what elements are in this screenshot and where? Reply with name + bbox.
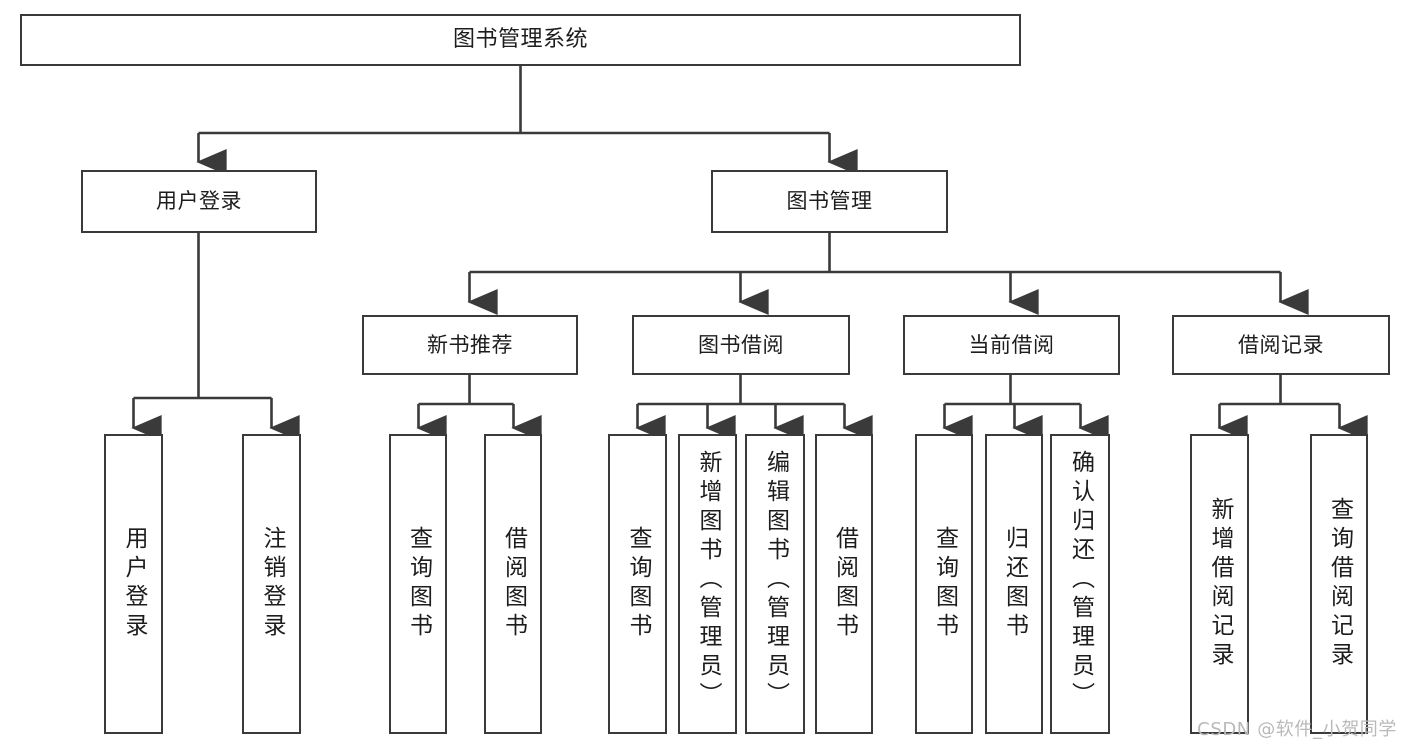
node-current-borrow-label: 当前借阅	[968, 332, 1055, 357]
leaf-user-login-login-label: 用户登录	[121, 526, 147, 642]
leaf-current-borrow-query-label: 查询图书	[931, 526, 958, 642]
leaf-new-book-query-label: 查询图书	[405, 526, 432, 642]
node-user-login[interactable]: 用户登录	[81, 170, 317, 233]
node-book-management-label: 图书管理	[786, 189, 873, 214]
leaf-current-borrow-confirm[interactable]: 确认归还（管理员）	[1050, 434, 1110, 734]
leaf-borrow-record-query[interactable]: 查询借阅记录	[1310, 434, 1368, 734]
leaf-current-borrow-return[interactable]: 归还图书	[985, 434, 1043, 734]
leaf-user-login-login[interactable]: 用户登录	[104, 434, 163, 734]
node-new-book-recommend[interactable]: 新书推荐	[362, 315, 578, 375]
node-current-borrow[interactable]: 当前借阅	[903, 315, 1120, 375]
node-borrow-record-label: 借阅记录	[1238, 332, 1324, 357]
leaf-current-borrow-confirm-label: 确认归还（管理员）	[1067, 450, 1094, 711]
leaf-new-book-borrow[interactable]: 借阅图书	[484, 434, 542, 734]
node-book-borrow-label: 图书借阅	[698, 332, 784, 357]
node-book-borrow[interactable]: 图书借阅	[632, 315, 850, 375]
leaf-user-login-logout-label: 注销登录	[259, 526, 285, 642]
node-book-management[interactable]: 图书管理	[711, 170, 948, 233]
node-root-system[interactable]: 图书管理系统	[20, 14, 1021, 66]
leaf-borrow-record-add[interactable]: 新增借阅记录	[1190, 434, 1249, 734]
leaf-current-borrow-return-label: 归还图书	[1001, 526, 1028, 642]
leaf-book-borrow-add-label: 新增图书（管理员）	[695, 450, 721, 711]
leaf-book-borrow-query-label: 查询图书	[625, 526, 651, 642]
leaf-new-book-query[interactable]: 查询图书	[389, 434, 447, 734]
leaf-book-borrow-borrow[interactable]: 借阅图书	[815, 434, 873, 734]
leaf-borrow-record-query-label: 查询借阅记录	[1326, 497, 1353, 671]
node-borrow-record[interactable]: 借阅记录	[1172, 315, 1390, 375]
node-root-system-label: 图书管理系统	[452, 27, 588, 53]
leaf-book-borrow-edit[interactable]: 编辑图书（管理员）	[745, 434, 805, 734]
watermark: CSDN @软件_小贺同学	[1197, 719, 1397, 740]
leaf-new-book-borrow-label: 借阅图书	[500, 526, 527, 642]
leaf-borrow-record-add-label: 新增借阅记录	[1207, 497, 1233, 671]
leaf-book-borrow-add[interactable]: 新增图书（管理员）	[678, 434, 737, 734]
node-new-book-recommend-label: 新书推荐	[427, 332, 513, 357]
leaf-current-borrow-query[interactable]: 查询图书	[915, 434, 973, 734]
node-user-login-label: 用户登录	[156, 189, 242, 214]
leaf-user-login-logout[interactable]: 注销登录	[242, 434, 301, 734]
leaf-book-borrow-borrow-label: 借阅图书	[831, 526, 858, 642]
leaf-book-borrow-query[interactable]: 查询图书	[608, 434, 667, 734]
leaf-book-borrow-edit-label: 编辑图书（管理员）	[762, 450, 789, 711]
